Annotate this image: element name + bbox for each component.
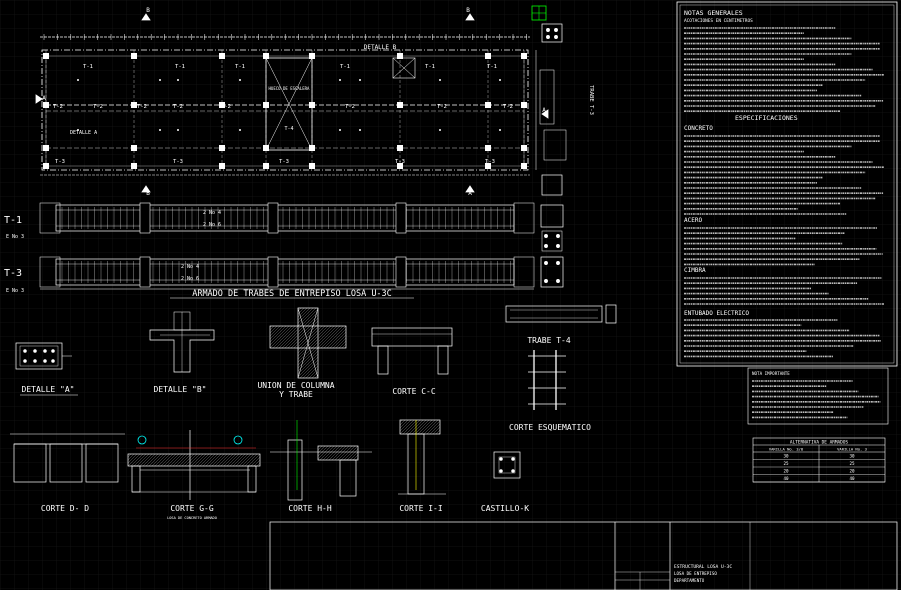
table-cell: 30 [849, 454, 855, 459]
section-bubble-1 [137, 435, 147, 445]
notes-acero: ACERO [684, 217, 702, 224]
title-block-line2: LOSA DE ENTREPISO [674, 571, 717, 576]
beam-elevations-title: ARMADO DE TRABES DE ENTREPISO LOSA U-3C [192, 289, 392, 299]
beam-t3-stirrups: E No 3 [6, 288, 24, 294]
column-section-mini [539, 23, 567, 196]
plan-beam-t1-3: T-1 [340, 64, 350, 70]
title-block-line1: ESTRUCTURAL LOSA U-3C [674, 564, 732, 570]
plan-stair-void: HUECO DE ESCALERA [269, 86, 311, 91]
table-header-2: VARILLA No. 3 [837, 447, 867, 452]
plan-t4-label: T-4 [284, 126, 293, 132]
notes-subheading: ACOTACIONES EN CENTIMETROS [684, 18, 753, 24]
table-cell: 25 [849, 461, 855, 466]
label-detalle-a: DETALLE "A" [22, 385, 75, 394]
rebar-note-4: 2 No 6 [181, 276, 199, 282]
important-note-box: NOTA IMPORTANTE [747, 367, 889, 425]
table-cell: 30 [783, 454, 789, 459]
plan-beam-t2-1: T-2 [93, 104, 103, 110]
beam-cross-sections [540, 204, 564, 288]
section-bubble-2 [233, 435, 243, 445]
beam-elevations [39, 202, 535, 290]
label-corte-cc: CORTE C-C [392, 387, 436, 396]
notes-cimbra: CIMBRA [684, 267, 706, 274]
label-corte-esquematico: CORTE ESQUEMATICO [509, 423, 591, 432]
plan-beam-t3-1: T-3 [173, 159, 183, 165]
beam-t3-label: T-3 [4, 268, 22, 279]
floor-plan [35, 13, 549, 193]
table-header-1: VARILLA No. 3/8 [769, 447, 804, 452]
notes-entubado: ENTUBADO ELECTRICO [684, 310, 749, 317]
plan-beam-t2-3: T-2 [173, 104, 183, 110]
table-cell: 25 [783, 461, 789, 466]
notes-heading: NOTAS GENERALES [684, 9, 743, 17]
plan-beam-t3-2: T-3 [279, 159, 289, 165]
plan-beam-t2-5: T-2 [345, 104, 355, 110]
plan-beam-t2-6: T-2 [437, 104, 447, 110]
alternativa-armados-table: ALTERNATIVA DE ARMADOS VARILLA No. 3/8 V… [752, 437, 886, 483]
plan-beam-t2-4: T-2 [221, 104, 231, 110]
table-cell: 20 [783, 469, 789, 474]
label-corte-dd: CORTE D- D [41, 504, 89, 513]
section-mark-5: A [468, 190, 472, 197]
label-detalle-b: DETALLE "B" [154, 385, 207, 394]
label-trabe-t4: TRABE T-4 [527, 336, 571, 345]
label-corte-hh: CORTE H-H [288, 504, 332, 513]
plan-detail-a-label: DETALLE A [70, 130, 97, 136]
section-mark-3: B [146, 190, 150, 197]
label-union-1: UNION DE COLUMNA [257, 381, 334, 390]
plan-beam-t1-5: T-1 [487, 64, 497, 70]
plan-beam-t3-4: T-3 [485, 159, 495, 165]
rebar-note-1: 2 No 4 [203, 210, 221, 216]
section-mark-0: B [146, 7, 150, 14]
table-cell: 20 [849, 469, 855, 474]
plan-beam-t2-7: T-2 [503, 104, 513, 110]
rebar-note-3: 2 No 4 [181, 264, 199, 270]
plan-side-label: TRABE T-3 [588, 85, 594, 115]
beam-elevation-labels: T-1T-3 E No 3 E No 3 2 No 4 2 No 6 2 No 4 2 No… [4, 210, 414, 299]
general-notes-panel: NOTAS GENERALES ACOTACIONES EN CENTIMETR… [676, 1, 898, 367]
plan-beam-t3-3: T-3 [395, 159, 405, 165]
plan-beam-t1-1: T-1 [175, 64, 185, 70]
rebar-note-2: 2 No 6 [203, 222, 221, 228]
plan-beam-t2-2: T-2 [137, 104, 147, 110]
plan-beam-t3-0: T-3 [55, 159, 65, 165]
beam-t1-stirrups: E No 3 [6, 234, 24, 240]
nota-importante-title: NOTA IMPORTANTE [752, 371, 790, 376]
table-cell: 40 [783, 476, 789, 481]
table-cell: 40 [849, 476, 855, 481]
plan-beam-t1-4: T-1 [425, 64, 435, 70]
detail-drawings [10, 304, 617, 501]
section-mark-4: B [466, 7, 470, 14]
table-title: ALTERNATIVA DE ARMADOS [790, 440, 849, 446]
label-corte-ii: CORTE I-I [399, 504, 443, 513]
grid-bubble-green [531, 5, 547, 21]
label-union-2: Y TRABE [279, 390, 313, 399]
plan-beam-t1-0: T-1 [83, 64, 93, 70]
section-mark-2: A [542, 107, 546, 114]
notes-concreto: CONCRETO [684, 125, 713, 132]
notes-especificaciones: ESPECIFICACIONES [735, 114, 798, 122]
label-castillo-k: CASTILLO-K [481, 504, 529, 513]
plan-beam-t1-2: T-1 [235, 64, 245, 70]
plan-detail-b-label: DETALLE B [364, 44, 397, 51]
label-corte-gg: CORTE G-G [170, 504, 214, 513]
beam-t1-label: T-1 [4, 215, 22, 226]
title-block-line3: DEPARTAMENTO [674, 578, 705, 583]
label-corte-gg-note: LOSA DE CONCRETO ARMADO [167, 516, 217, 520]
detail-labels: DETALLE "A" DETALLE "B" UNION DE COLUMNA… [20, 336, 591, 520]
section-mark-1: A [42, 95, 46, 102]
plan-beam-t2-0: T-2 [53, 104, 63, 110]
title-block [269, 521, 898, 590]
